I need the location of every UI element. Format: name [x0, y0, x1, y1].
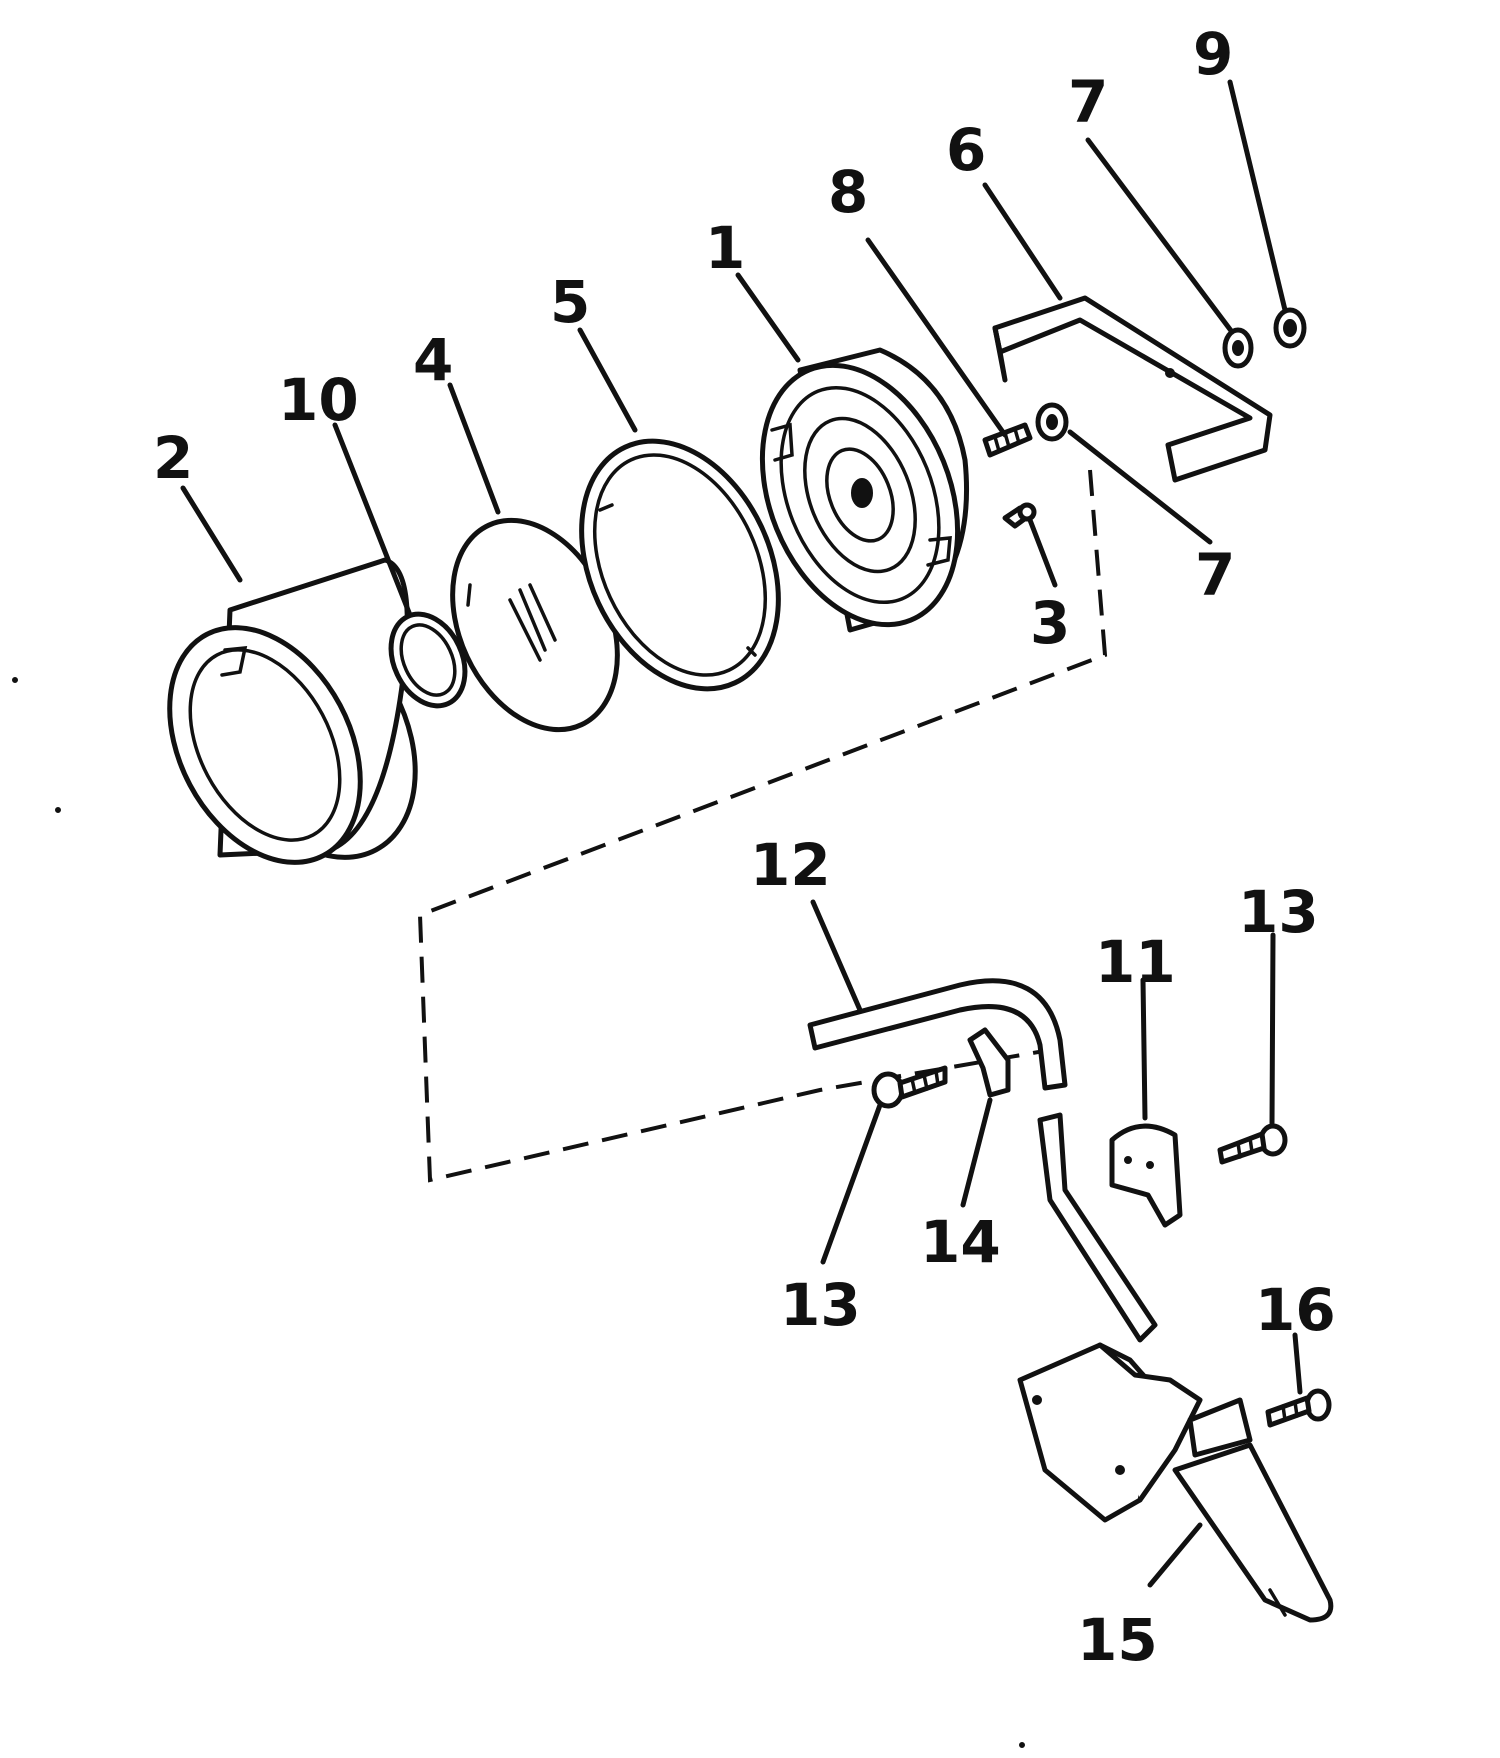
part-9-nut [1273, 307, 1307, 349]
callout-1: 1 [705, 214, 745, 282]
part-6-bracket [992, 295, 1273, 483]
part-3-screw [1002, 502, 1037, 529]
part-7-washer-upper [1222, 327, 1254, 369]
callout-11: 11 [1095, 928, 1176, 996]
callout-13-left: 13 [780, 1271, 861, 1339]
callout-3: 3 [1030, 589, 1070, 657]
callout-14: 14 [920, 1208, 1001, 1276]
callout-13-right: 13 [1238, 878, 1319, 946]
callout-6: 6 [946, 116, 986, 184]
callout-8: 8 [828, 158, 868, 226]
callout-16: 16 [1255, 1276, 1336, 1344]
part-14-clip [967, 1027, 1011, 1098]
part-5-retaining-ring [579, 438, 781, 692]
callout-5: 5 [550, 268, 590, 336]
part-11-plate [1109, 1123, 1183, 1228]
part-2-bezel [167, 557, 418, 865]
part-7-washer-lower [1035, 402, 1069, 442]
scan-speck [55, 807, 61, 813]
scan-speck [12, 677, 18, 683]
callout-4: 4 [413, 326, 453, 394]
callouts: 2 10 4 5 1 8 6 7 9 7 3 12 11 13 13 14 16… [153, 20, 1336, 1674]
callout-9: 9 [1193, 20, 1233, 88]
scan-speck [1019, 1742, 1025, 1748]
part-1-lamp-body [759, 347, 970, 633]
part-12-tube [807, 978, 1158, 1343]
callout-7-upper: 7 [1068, 68, 1108, 136]
callout-15: 15 [1077, 1606, 1158, 1674]
part-13-screw-right [1217, 1123, 1288, 1165]
part-10-ring [388, 611, 468, 709]
callout-10: 10 [278, 366, 359, 434]
assembly-dashed-line [417, 469, 1108, 1183]
part-13-screw-left [871, 1065, 948, 1109]
part-15-switch [1017, 1342, 1334, 1623]
part-16-screw [1265, 1388, 1332, 1428]
part-8-stud [982, 422, 1033, 458]
callout-12: 12 [750, 831, 831, 899]
leader-lines [180, 79, 1303, 1588]
callout-7-lower: 7 [1195, 541, 1235, 609]
callout-2: 2 [153, 424, 193, 492]
